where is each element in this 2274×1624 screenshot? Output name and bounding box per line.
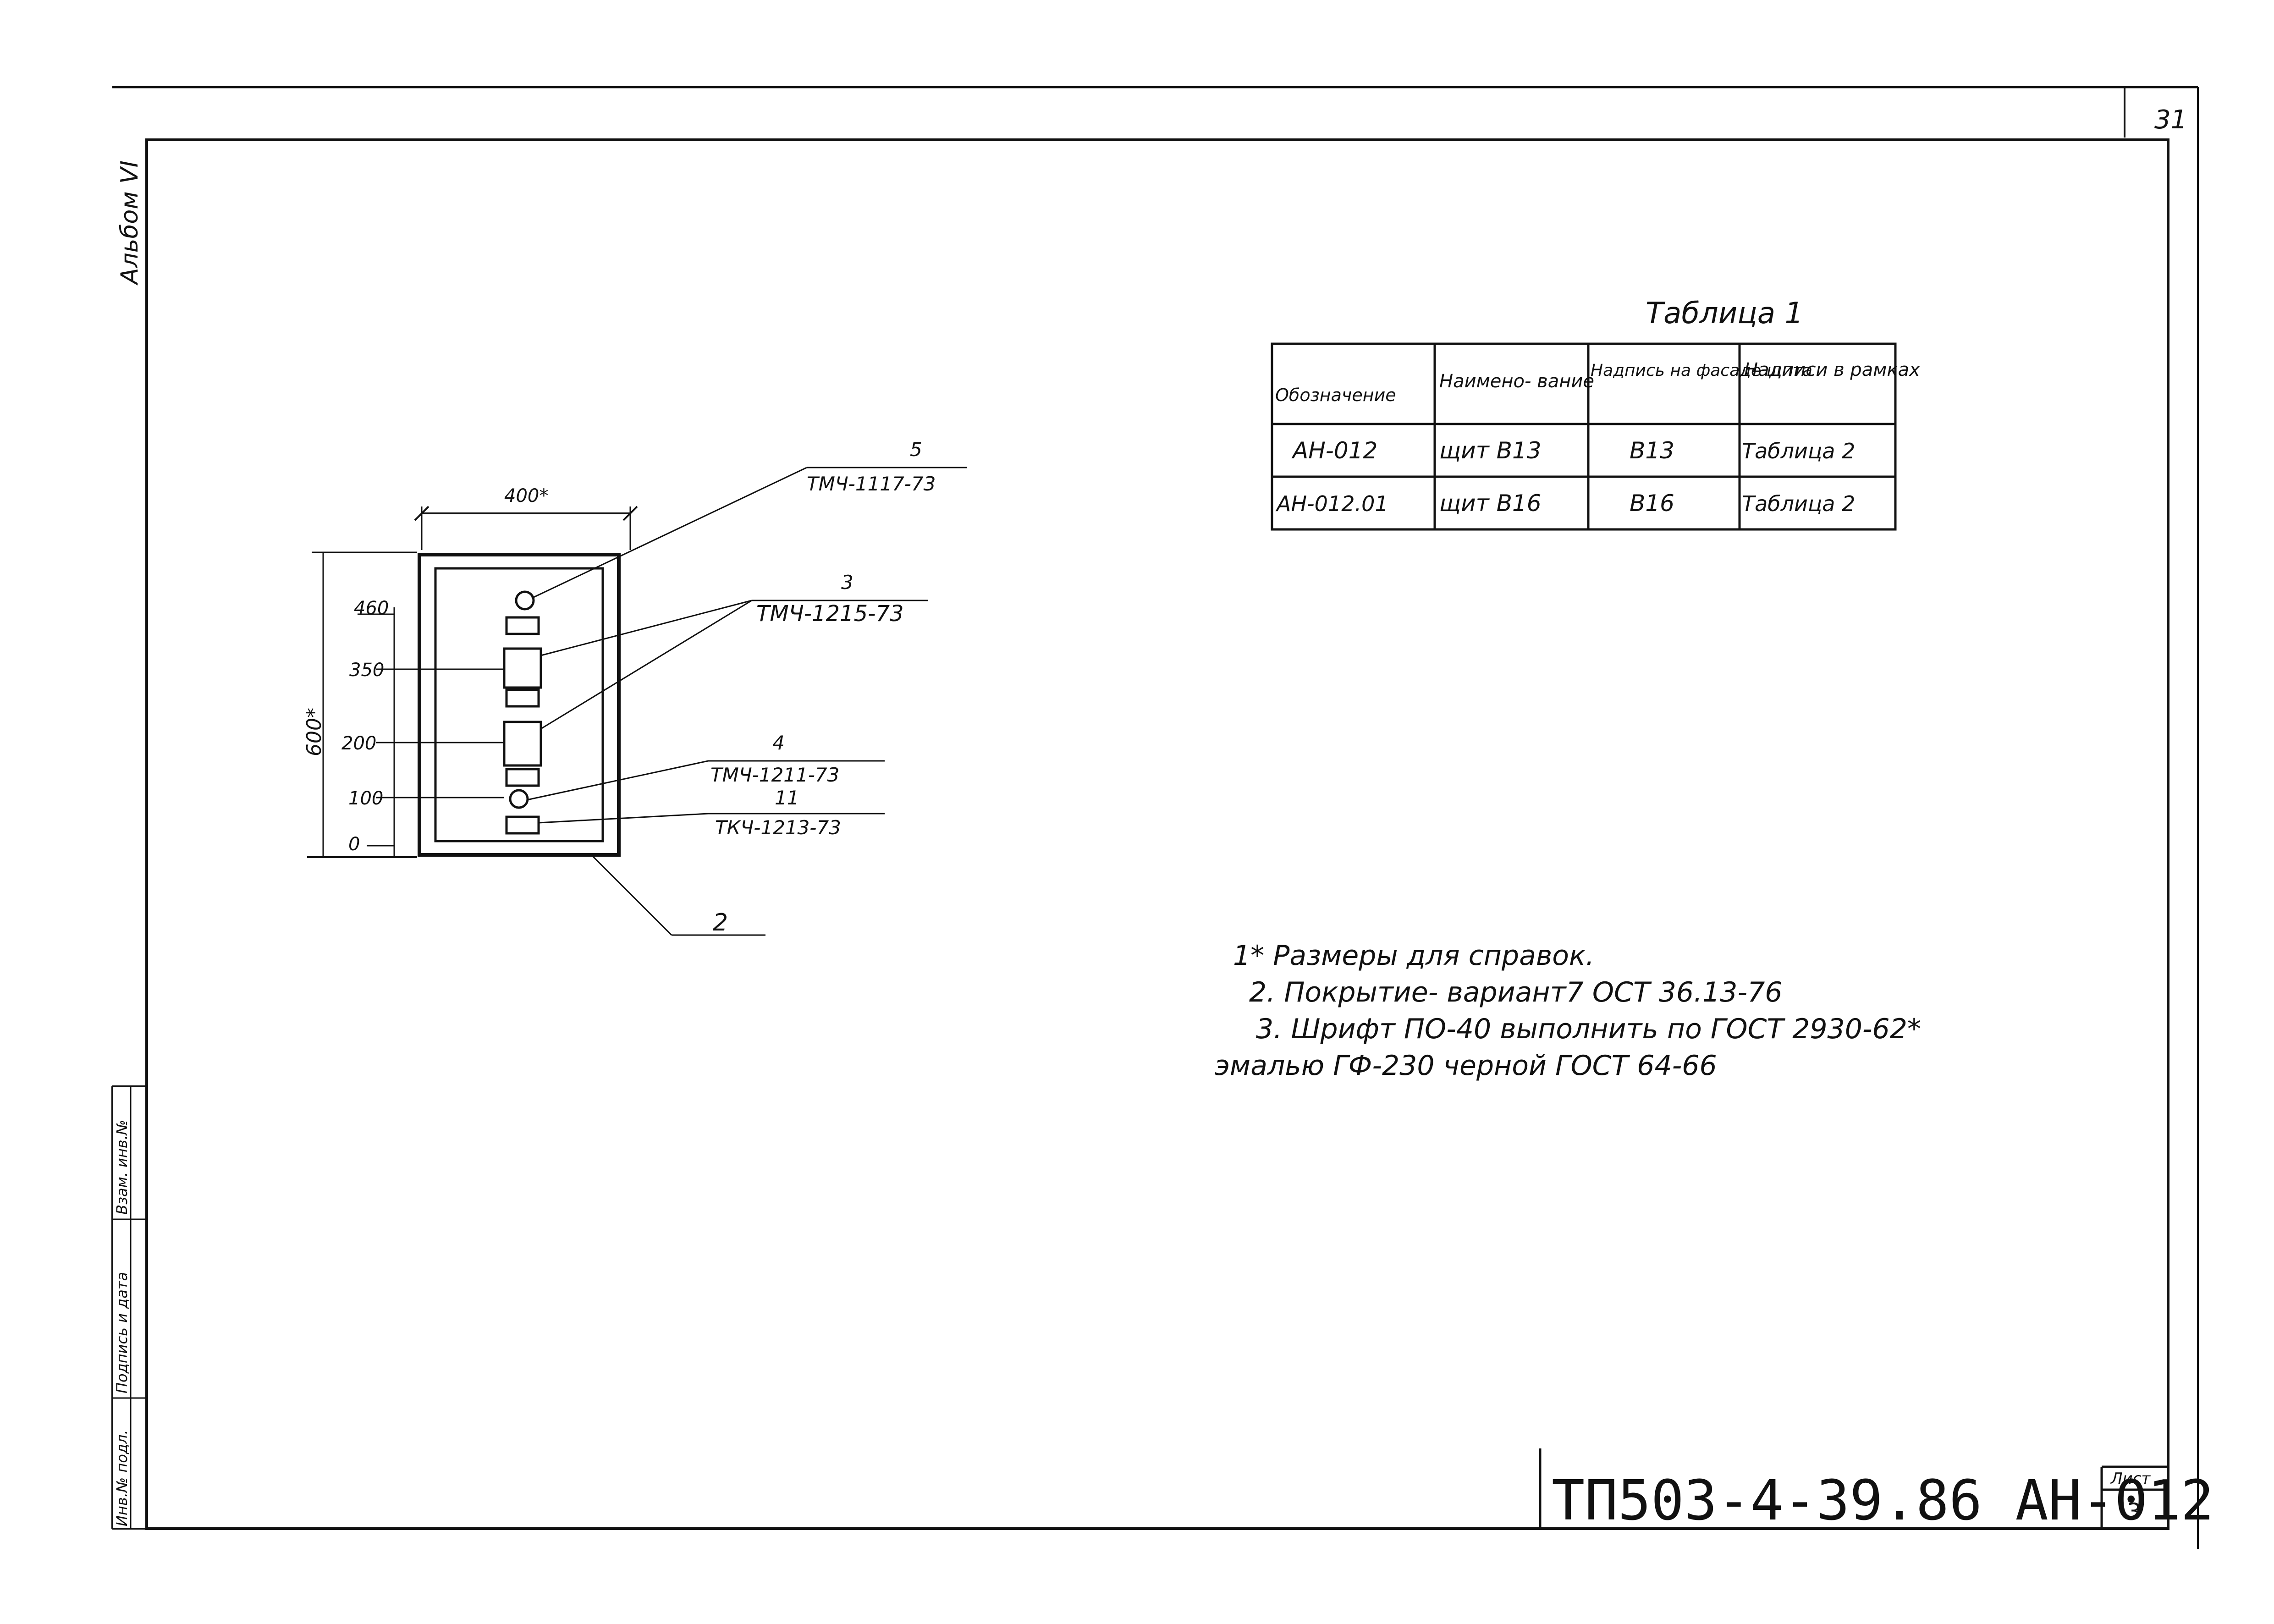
callout-5-code: ТМЧ-1117-73 bbox=[807, 473, 936, 495]
callout-3-num: 3 bbox=[841, 571, 853, 594]
note-4: эмалью ГФ-230 черной ГОСТ 64-66 bbox=[1215, 1050, 1717, 1082]
dim-width: 400* bbox=[504, 485, 548, 506]
callout-11-code: ТКЧ-1213-73 bbox=[715, 816, 841, 839]
callout-4-num: 4 bbox=[772, 732, 785, 754]
table-cell-r1c4: Таблица 2 bbox=[1742, 439, 1855, 463]
callout-11-num: 11 bbox=[775, 787, 799, 809]
level-100: 100 bbox=[348, 788, 383, 809]
callout-3-code: ТМЧ-1215-73 bbox=[756, 601, 904, 627]
note-1: 1* Размеры для справок. bbox=[1233, 940, 1594, 972]
level-350: 350 bbox=[349, 660, 384, 681]
table-cell-r2c4: Таблица 2 bbox=[1742, 491, 1855, 516]
side-label-sign: Подпись и дата bbox=[113, 1272, 131, 1393]
level-460: 460 bbox=[354, 598, 389, 619]
side-label-replace: Взам. инв.№ bbox=[113, 1120, 131, 1215]
table-cell-r1c1: АН-012 bbox=[1291, 437, 1377, 464]
stamp-sheet-number: 3 bbox=[2127, 1498, 2142, 1525]
note-3: 3. Шрифт ПО-40 выполнить по ГОСТ 2930-62… bbox=[1256, 1013, 1921, 1045]
table-header-facade: Надпись на фасаде щита bbox=[1591, 361, 1812, 380]
title-stamp-frame bbox=[1539, 1448, 2168, 1529]
table-cell-r2c2: щит В16 bbox=[1439, 490, 1542, 517]
level-0: 0 bbox=[348, 834, 360, 855]
table-title: Таблица 1 bbox=[1646, 297, 1803, 330]
stamp-sheet-label: Лист bbox=[2110, 1470, 2151, 1488]
level-200: 200 bbox=[341, 733, 376, 754]
table-cell-r2c3: В16 bbox=[1630, 490, 1674, 517]
table-cell-r1c2: щит В13 bbox=[1439, 437, 1542, 464]
callout-2-num: 2 bbox=[713, 909, 728, 936]
table-header-frames: Надписи в рамках bbox=[1744, 359, 1920, 380]
note-2: 2. Покрытие- вариант7 ОСТ 36.13-76 bbox=[1249, 976, 1782, 1008]
sheet-corner-number: 31 bbox=[2154, 105, 2187, 135]
table-grid bbox=[1271, 342, 1897, 531]
sheet-frame bbox=[111, 86, 2199, 1549]
table-header-designation: Обозначение bbox=[1275, 385, 1396, 405]
table-header-name: Наимено- вание bbox=[1439, 371, 1594, 392]
callout-5-num: 5 bbox=[910, 438, 922, 461]
stamp-code: ТП503-4-39.86 АН-012 bbox=[1552, 1469, 2214, 1533]
table-cell-r2c1: АН-012.01 bbox=[1275, 491, 1388, 516]
dim-height: 600* bbox=[303, 708, 326, 756]
table-cell-r1c3: В13 bbox=[1630, 437, 1674, 464]
side-label-inv: Инв.№ подл. bbox=[113, 1430, 131, 1526]
album-label: Альбом VI bbox=[116, 160, 143, 286]
callout-4-code: ТМЧ-1211-73 bbox=[710, 764, 839, 786]
panel-drawing bbox=[307, 467, 967, 936]
